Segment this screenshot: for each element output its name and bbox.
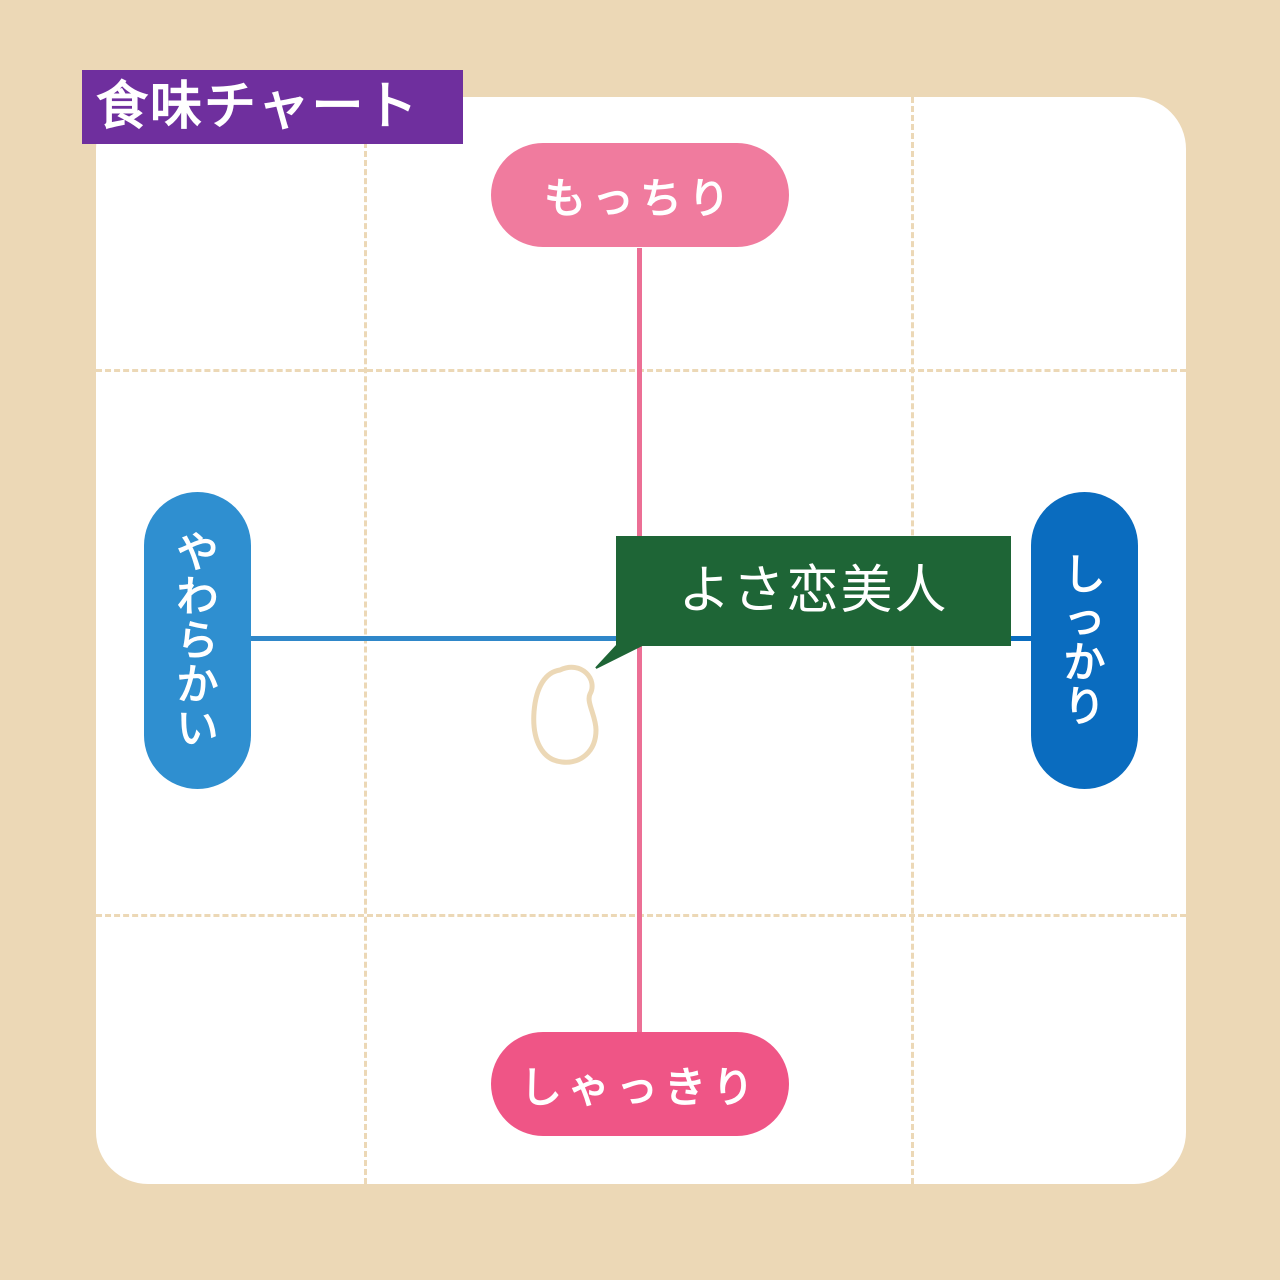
horizontal-axis-right <box>1011 636 1035 641</box>
axis-label-right: しっかり <box>1031 492 1138 789</box>
axis-label-top: もっちり <box>491 143 789 247</box>
axis-label-left: やわらかい <box>144 492 251 789</box>
rice-grain-icon <box>531 664 599 765</box>
vertical-char: わ <box>176 571 219 621</box>
vertical-char: や <box>176 527 219 577</box>
horizontal-axis-left <box>248 636 618 641</box>
vertical-char: り <box>1063 681 1106 731</box>
axis-label-right-text: しっかり <box>1063 549 1106 731</box>
axis-label-bottom: しゃっきり <box>491 1032 789 1136</box>
vertical-char: か <box>1063 637 1106 687</box>
vertical-char: か <box>176 659 219 709</box>
vertical-char: ら <box>176 615 219 665</box>
marker-label: よさ恋美人 <box>616 536 1011 646</box>
chart-title: 食味チャート <box>82 70 463 144</box>
vertical-char: っ <box>1063 593 1106 643</box>
axis-label-left-text: やわらかい <box>176 527 219 753</box>
vertical-char: い <box>176 703 219 753</box>
vertical-char: し <box>1063 549 1106 599</box>
